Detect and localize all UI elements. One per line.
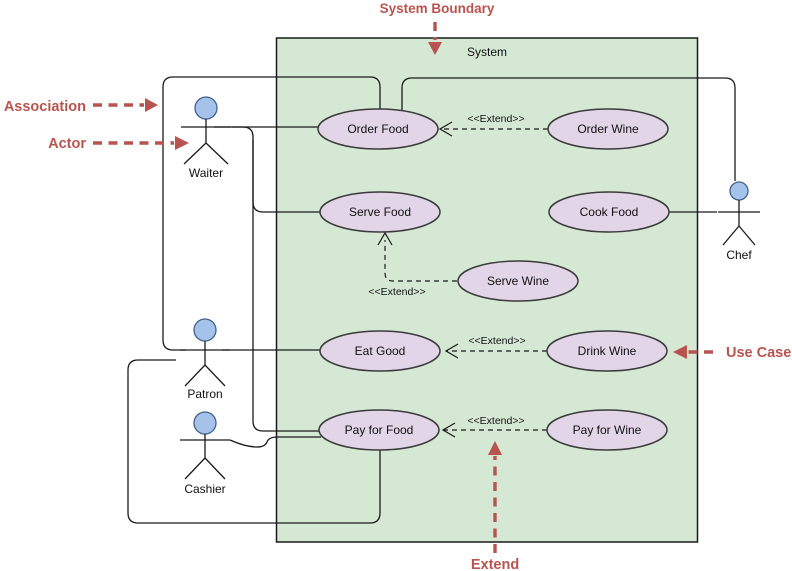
actor-waiter: Waiter — [181, 96, 231, 180]
chef-figure-icon — [718, 200, 760, 246]
extend-stereotype-label: <<Extend>> — [468, 335, 525, 347]
serve-wine-label: Serve Wine — [487, 274, 549, 288]
extend-pay-for-wine-to-pay-for-food: <<Extend>> — [441, 415, 547, 438]
right-arrowhead-icon — [175, 136, 189, 150]
system-label: System — [467, 45, 507, 59]
serve-wine-ellipse — [457, 260, 579, 302]
extend-drink-wine-to-eat-good: <<Extend>> — [444, 335, 547, 359]
actor-chef: Chef — [718, 181, 760, 262]
down-arrowhead-icon — [428, 42, 442, 55]
use-case-serve-food: Serve Food — [319, 191, 441, 233]
extend-callout-label: Extend — [471, 557, 519, 571]
annotation-actor: Actor — [48, 136, 189, 152]
serve-food-ellipse — [319, 191, 441, 233]
annotation-extend: Extend — [471, 441, 519, 571]
association-patron-order-food — [162, 76, 381, 351]
order-food-label: Order Food — [347, 122, 408, 136]
association-patron-pay-for-food — [127, 359, 381, 524]
use-case-serve-wine: Serve Wine — [457, 260, 579, 302]
drink-wine-label: Drink Wine — [578, 344, 637, 358]
waiter-label: Waiter — [189, 166, 223, 180]
extend-serve-wine-to-serve-food: <<Extend>> — [368, 231, 457, 298]
order-wine-ellipse — [547, 108, 669, 150]
extend-dashed-line — [384, 240, 457, 282]
patron-figure-icon — [180, 341, 230, 387]
extend-arrowhead-icon — [441, 422, 456, 438]
right-arrowhead-icon — [145, 98, 158, 112]
extend-stereotype-label: <<Extend>> — [368, 286, 425, 298]
patron-head-icon — [193, 318, 217, 342]
pay-for-wine-ellipse — [546, 409, 668, 451]
use-case-pay-for-food: Pay for Food — [318, 409, 440, 451]
use-case-cook-food: Cook Food — [548, 191, 670, 233]
association-callout-label: Association — [4, 99, 86, 115]
use-case-drink-wine: Drink Wine — [546, 330, 668, 372]
extend-stereotype-label: <<Extend>> — [467, 415, 524, 427]
annotation-association: Association — [4, 98, 158, 115]
association-waiter-pay-for-food — [252, 140, 319, 432]
drink-wine-ellipse — [546, 330, 668, 372]
chef-head-icon — [729, 181, 749, 201]
pay-for-food-label: Pay for Food — [345, 423, 414, 437]
left-arrowhead-icon — [673, 345, 687, 359]
actor-cashier: Cashier — [180, 411, 230, 496]
extend-arrowhead-icon — [377, 231, 393, 246]
eat-good-label: Eat Good — [355, 344, 406, 358]
cook-food-label: Cook Food — [580, 205, 639, 219]
pay-for-wine-label: Pay for Wine — [573, 423, 642, 437]
order-wine-label: Order Wine — [577, 122, 639, 136]
use-case-eat-good: Eat Good — [319, 330, 441, 372]
actor-patron: Patron — [180, 318, 230, 401]
cook-food-ellipse — [548, 191, 670, 233]
waiter-head-icon — [194, 96, 218, 120]
cashier-label: Cashier — [184, 482, 225, 496]
annotation-use-case: Use Case — [673, 345, 791, 361]
up-arrowhead-icon — [488, 441, 502, 455]
association-chef-order-food — [401, 77, 736, 181]
use-case-pay-for-wine: Pay for Wine — [546, 409, 668, 451]
chef-label: Chef — [726, 248, 752, 262]
patron-label: Patron — [187, 387, 222, 401]
extend-order-wine-to-order-food: <<Extend>> — [438, 113, 548, 137]
order-food-ellipse — [317, 108, 439, 150]
serve-food-label: Serve Food — [349, 205, 411, 219]
waiter-figure-icon — [181, 119, 231, 165]
association-cashier-pay-for-food — [229, 436, 321, 448]
actor-callout-label: Actor — [48, 136, 86, 152]
pay-for-food-ellipse — [318, 409, 440, 451]
use-case-order-food: Order Food — [317, 108, 439, 150]
cashier-head-icon — [193, 411, 217, 435]
annotation-system-boundary: System Boundary — [380, 1, 495, 55]
extend-arrowhead-icon — [444, 343, 459, 359]
extend-stereotype-label: <<Extend>> — [467, 113, 524, 125]
eat-good-ellipse — [319, 330, 441, 372]
system-boundary-callout-label: System Boundary — [380, 1, 495, 16]
use-case-callout-label: Use Case — [726, 345, 791, 361]
use-case-order-wine: Order Wine — [547, 108, 669, 150]
cashier-figure-icon — [180, 434, 230, 480]
extend-arrowhead-icon — [438, 121, 453, 137]
